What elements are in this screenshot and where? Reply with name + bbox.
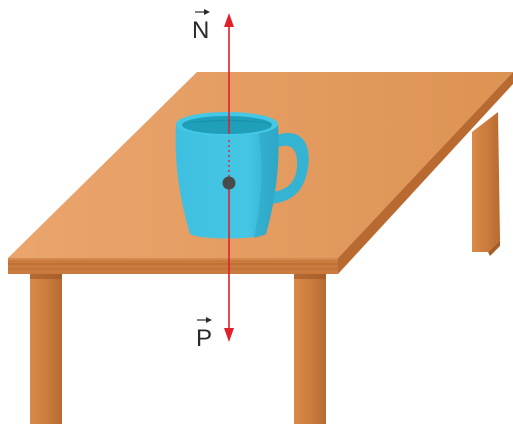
label-p-text: P	[196, 325, 212, 352]
mug-handle	[270, 132, 309, 204]
table-leg-back-right	[472, 112, 500, 256]
vector-arrow-icon	[204, 9, 210, 15]
label-p: P	[196, 317, 212, 352]
label-n-text: N	[192, 17, 209, 44]
table-front-edge	[8, 258, 338, 274]
mug-inside	[182, 116, 272, 134]
table-leg-front-right	[294, 274, 326, 424]
arrowhead-up-icon	[224, 13, 234, 27]
center-of-mass-point	[222, 176, 236, 190]
label-n: N	[192, 9, 210, 44]
force-arrow-n	[224, 13, 234, 178]
table-leg-front-left	[30, 274, 62, 424]
arrowhead-down-icon	[224, 328, 234, 342]
vector-arrow-icon	[206, 317, 212, 323]
table-side-edge	[338, 72, 513, 274]
force-arrow-p	[224, 188, 234, 342]
